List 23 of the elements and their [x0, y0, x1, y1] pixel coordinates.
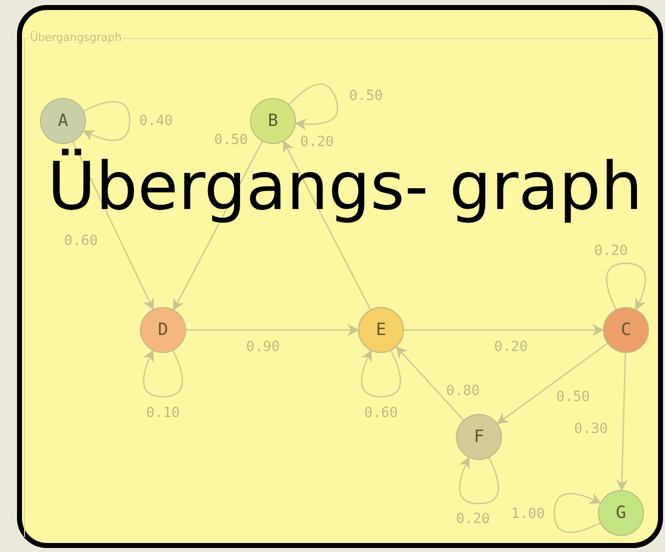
state-name: E: [376, 320, 386, 340]
arrow: [72, 141, 154, 310]
arrow: [288, 83, 338, 130]
state-name: F: [474, 427, 484, 447]
arrow: [360, 350, 402, 398]
state-name: D: [158, 320, 168, 340]
state-name: C: [620, 320, 632, 340]
state-name: G: [616, 503, 626, 523]
arrow: [554, 492, 602, 534]
arrow: [142, 350, 184, 398]
state-name: A: [58, 111, 68, 131]
state-name: B: [268, 111, 278, 131]
arrow: [173, 141, 263, 311]
arrow: [616, 352, 628, 492]
arrow: [82, 100, 130, 142]
arrow: [496, 343, 608, 424]
arrow: [404, 324, 604, 336]
arrow: [282, 140, 372, 310]
arrow: [186, 324, 360, 336]
overlay-title: Übergangs- graph: [47, 149, 643, 225]
arrow: [396, 346, 464, 420]
arrow: [458, 456, 500, 504]
arrow: [606, 262, 646, 310]
